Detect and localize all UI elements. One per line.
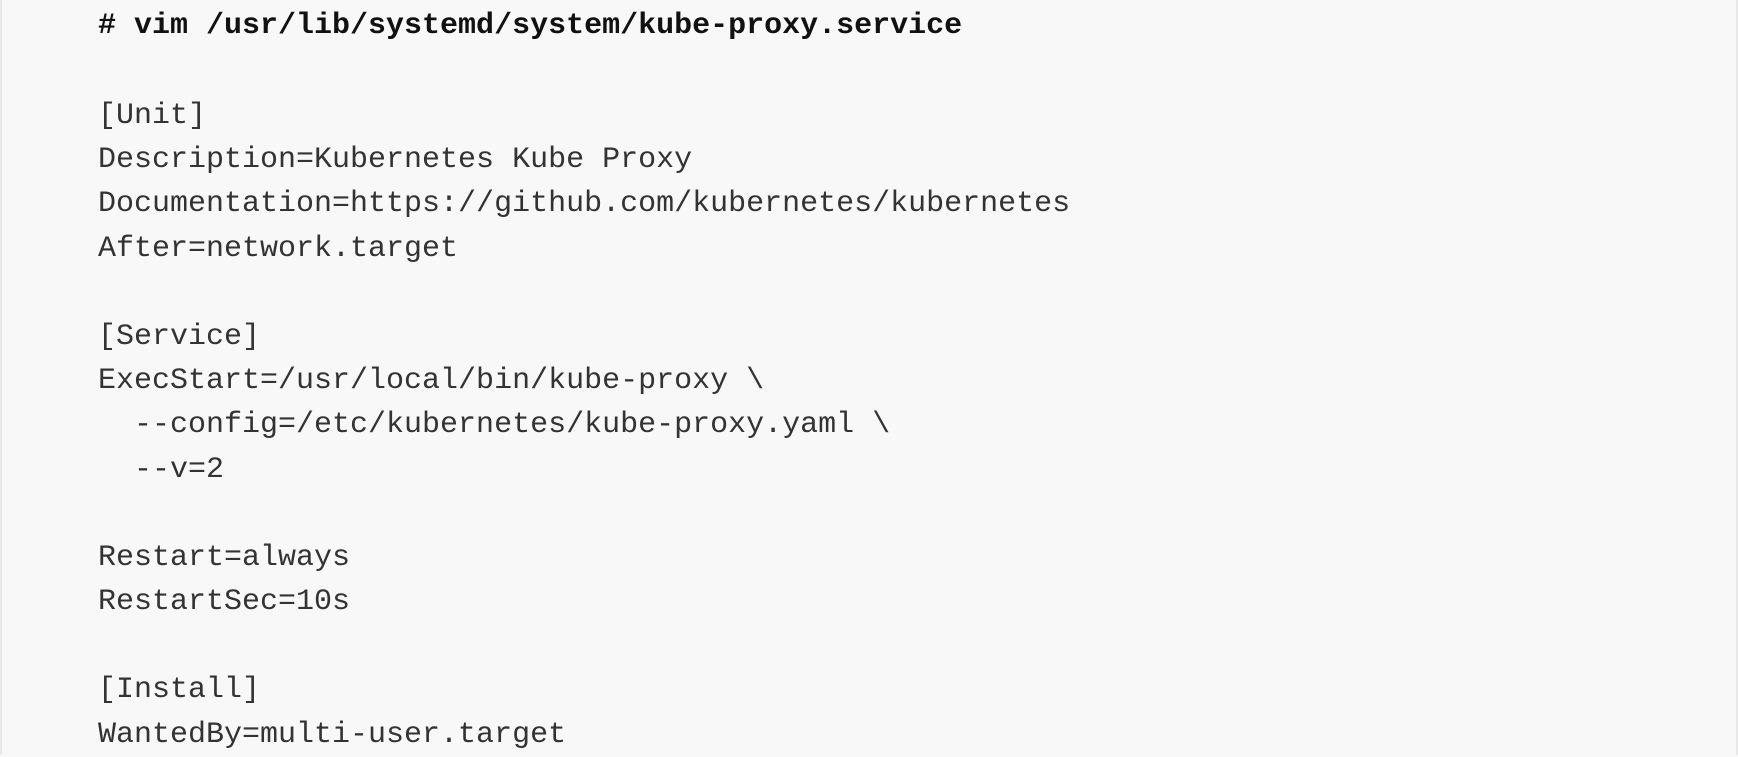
documentation-line: Documentation=https://github.com/kuberne…	[98, 187, 1071, 222]
verbosity-flag-line: --v=2	[98, 452, 225, 487]
wantedby-line: WantedBy=multi-user.target	[98, 717, 567, 752]
execstart-line: ExecStart=/usr/local/bin/kube-proxy \	[98, 364, 765, 399]
after-line: After=network.target	[98, 231, 459, 266]
config-flag-line: --config=/etc/kubernetes/kube-proxy.yaml…	[98, 408, 891, 443]
restartsec-line: RestartSec=10s	[98, 585, 351, 620]
blank-line	[98, 492, 1070, 536]
shell-command: # vim /usr/lib/systemd/system/kube-proxy…	[98, 9, 963, 43]
blank-line	[98, 271, 1070, 315]
section-header-service: [Service]	[98, 319, 261, 354]
unit-file-content: [Unit] Description=Kubernetes Kube Proxy…	[98, 94, 1070, 757]
section-header-unit: [Unit]	[98, 99, 207, 133]
description-line: Description=Kubernetes Kube Proxy	[98, 143, 693, 178]
restart-line: Restart=always	[98, 540, 351, 575]
section-header-install: [Install]	[98, 673, 261, 708]
blank-line	[98, 624, 1070, 668]
